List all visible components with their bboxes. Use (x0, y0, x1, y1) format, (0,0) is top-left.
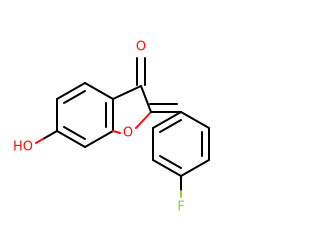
bond (152, 111, 182, 129)
ring-oxygen-label: O (123, 126, 133, 141)
bond (56, 82, 86, 100)
bond-double-inner (159, 155, 182, 169)
bond-double-inner (159, 119, 182, 133)
bond-double-inner (63, 126, 86, 140)
bond-double-inner (63, 90, 86, 104)
bond (42, 130, 58, 140)
bond (135, 111, 152, 129)
bond (180, 111, 210, 129)
carbonyl-oxygen-label: O (136, 40, 146, 55)
bond (140, 85, 152, 113)
bond (112, 130, 121, 134)
bond (84, 82, 114, 100)
bond (152, 159, 182, 177)
bond (180, 159, 210, 177)
fluorine-label: F (177, 200, 184, 215)
bond (84, 130, 114, 148)
bond (56, 130, 86, 148)
hydroxyl-label: HO (13, 140, 33, 155)
structure-svg: O O HO F (13, 40, 210, 215)
bond (112, 85, 142, 100)
molecule-diagram: O O HO F (13, 40, 210, 215)
bond (35, 138, 44, 144)
